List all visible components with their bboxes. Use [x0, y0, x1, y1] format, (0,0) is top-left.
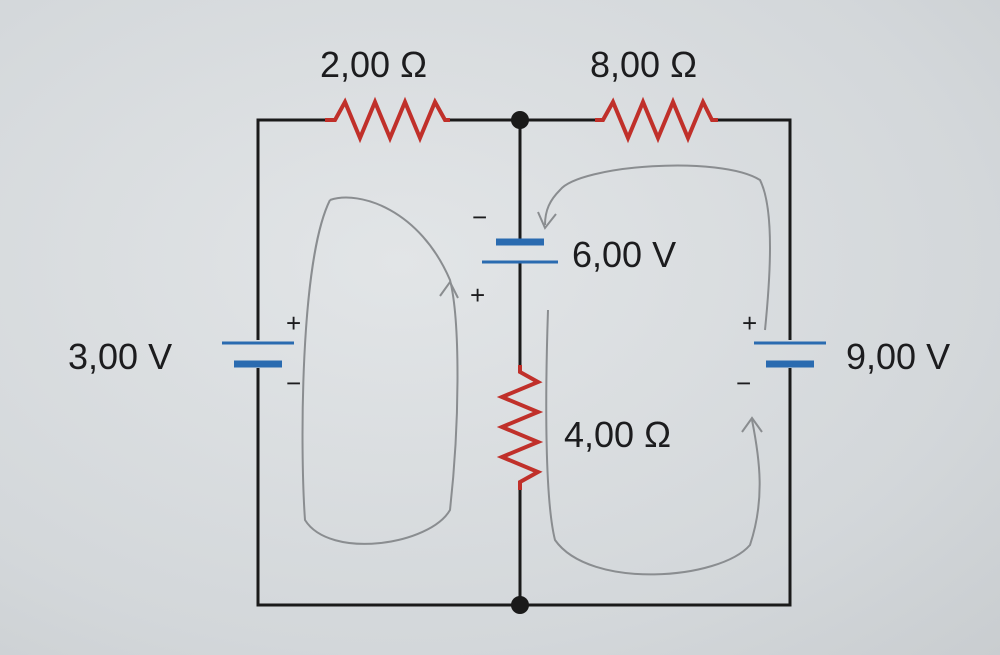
battery-3v-label: 3,00 V — [68, 336, 173, 377]
resistor-8ohm — [595, 96, 718, 144]
resistor-8ohm-label: 8,00 Ω — [590, 44, 697, 85]
battery-3v-plus: + — [286, 308, 302, 338]
junction-bottom — [511, 596, 529, 614]
battery-6v-plus: + — [470, 280, 486, 310]
wires — [256, 118, 792, 607]
battery-6v-label: 6,00 V — [572, 234, 677, 275]
resistor-4ohm — [496, 365, 544, 490]
pencil-loop-left — [301, 196, 459, 545]
battery-3v-minus: − — [286, 368, 302, 398]
pencil-arrow-left — [439, 280, 459, 299]
pencil-loop-right — [544, 164, 771, 576]
pencil-arrow-mid — [537, 211, 557, 230]
battery-9v-minus: − — [736, 368, 752, 398]
junction-top — [511, 111, 529, 129]
pencil-arrow-right — [741, 416, 763, 433]
battery-9v-label: 9,00 V — [846, 336, 951, 377]
battery-9v — [754, 341, 826, 368]
battery-6v-minus: − — [472, 202, 488, 232]
battery-3v — [222, 341, 294, 368]
resistor-2ohm — [325, 96, 450, 144]
resistor-4ohm-label: 4,00 Ω — [564, 414, 671, 455]
battery-9v-plus: + — [742, 308, 758, 338]
battery-6v — [482, 238, 558, 264]
resistor-2ohm-label: 2,00 Ω — [320, 44, 427, 85]
